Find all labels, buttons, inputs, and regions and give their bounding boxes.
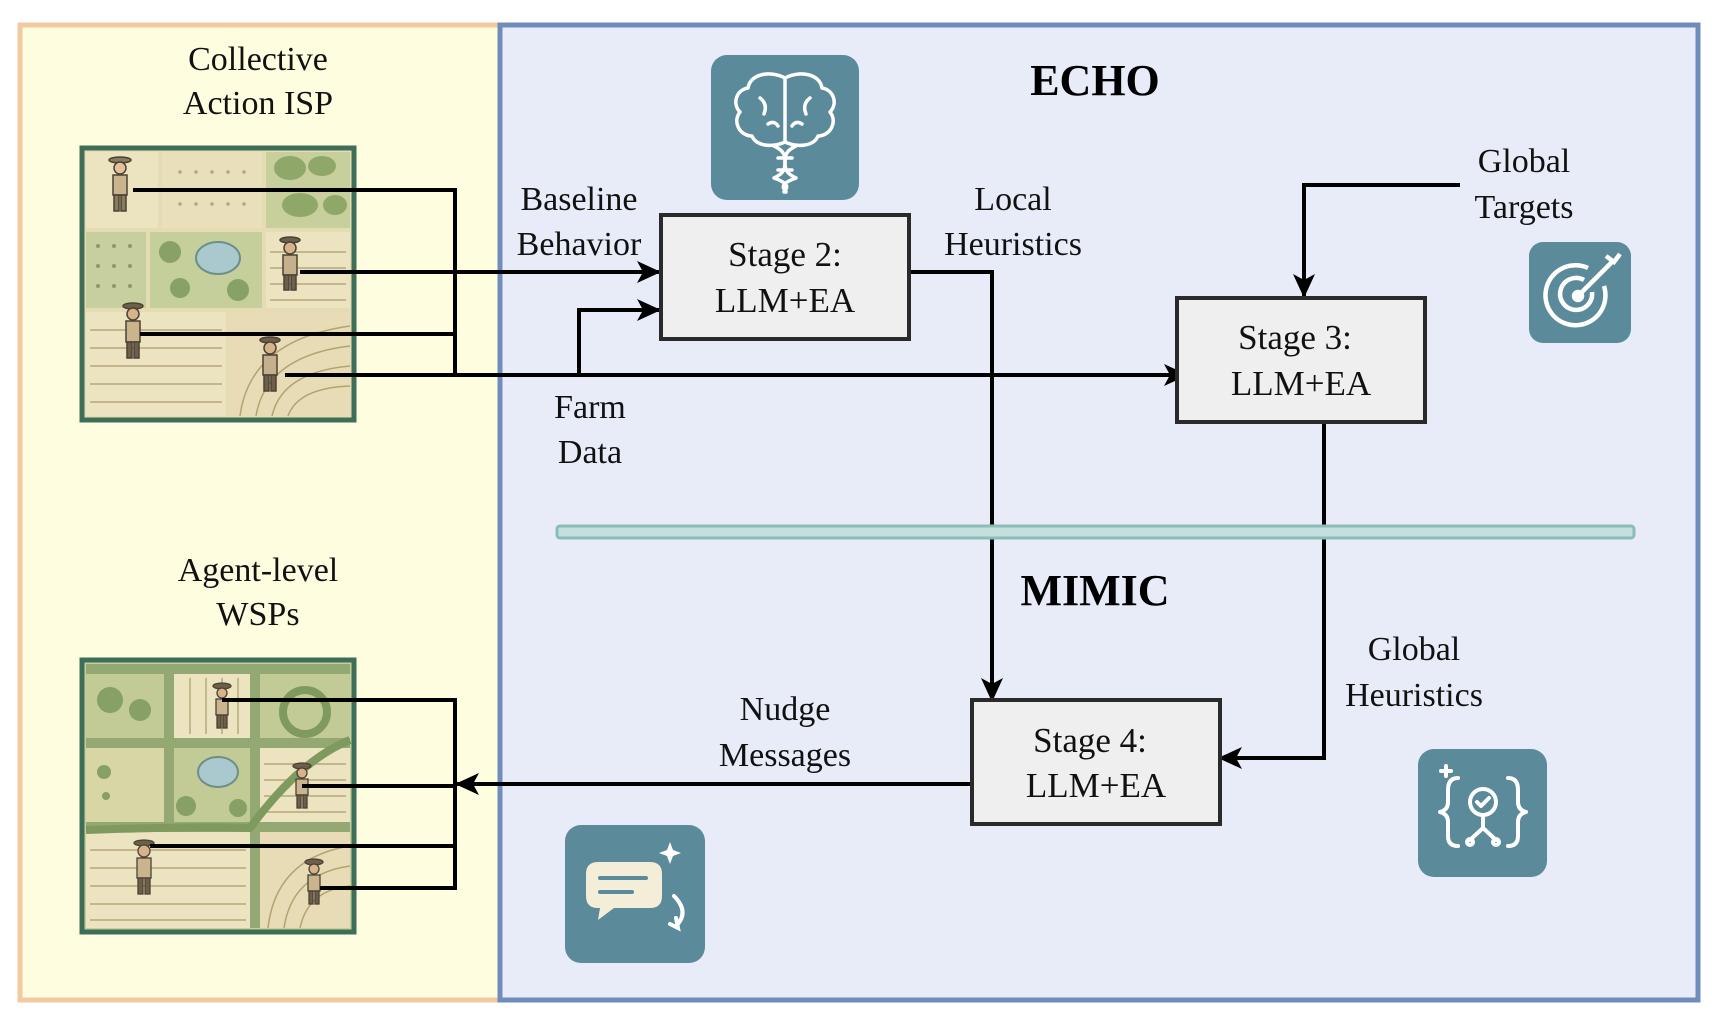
farmer-figure [259, 336, 281, 392]
farmer-figure [133, 839, 155, 895]
global-targets-label-line1: Global [1478, 143, 1571, 180]
stage2-title: Stage 2: [728, 235, 842, 274]
stage3-method: LLM+EA [1231, 364, 1372, 403]
isp-farm-map [79, 145, 357, 423]
global-targets-arrow [1293, 183, 1460, 298]
farmer-figure [122, 302, 144, 359]
local-heuristics-label-line1: Local [974, 181, 1051, 218]
stage4-box: Stage 4: LLM+EA [970, 698, 1222, 826]
code-gear-icon [1418, 749, 1547, 877]
local-heuristics-label-line2: Heuristics [944, 226, 1082, 263]
wsp-title-line2: WSPs [216, 596, 299, 633]
farmer-figure [108, 156, 132, 212]
baseline-label-line2: Behavior [517, 226, 642, 263]
farm-data-label-line1: Farm [554, 389, 626, 426]
brain-dna-icon [711, 55, 859, 200]
baseline-label-line1: Baseline [520, 181, 637, 218]
global-heuristics-label-line1: Global [1368, 631, 1461, 668]
farmer-figure [292, 762, 312, 809]
local-heuristics-arrow [910, 270, 1003, 702]
farmer-figure [304, 858, 324, 905]
stage4-title: Stage 4: [1033, 721, 1147, 760]
mimic-label: MIMIC [1020, 566, 1169, 615]
isp-connectors [133, 188, 457, 377]
chat-sparkle-icon [565, 825, 705, 963]
wsp-farm-map [79, 657, 357, 935]
global-heuristics-label-line2: Heuristics [1345, 677, 1483, 714]
wsp-title-line1: Agent-level [178, 552, 339, 589]
isp-title-line2: Action ISP [183, 85, 333, 122]
stage3-title: Stage 3: [1238, 318, 1352, 357]
nudge-label-line2: Messages [719, 737, 851, 774]
target-icon [1529, 242, 1631, 343]
echo-mimic-divider [555, 524, 1636, 540]
farm-data-label-line2: Data [558, 434, 622, 471]
farmer-figure [279, 236, 301, 291]
isp-title-line1: Collective [188, 41, 328, 78]
global-targets-label-line2: Targets [1475, 189, 1574, 226]
nudge-label-line1: Nudge [740, 691, 831, 728]
stage2-method: LLM+EA [715, 281, 856, 320]
stage4-method: LLM+EA [1026, 766, 1167, 805]
stage3-box: Stage 3: LLM+EA [1175, 296, 1427, 424]
echo-label: ECHO [1030, 56, 1160, 105]
farm-data-arrow [577, 299, 661, 375]
stage2-box: Stage 2: LLM+EA [659, 213, 911, 341]
